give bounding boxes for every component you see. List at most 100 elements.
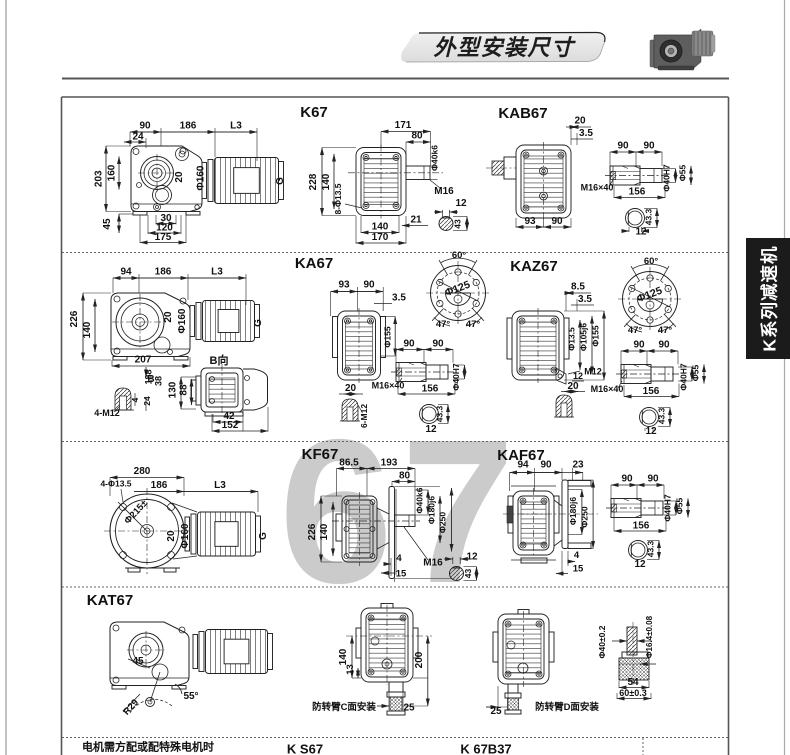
svg-text:7: 7 (401, 397, 515, 626)
svg-text:280: 280 (134, 466, 151, 477)
svg-text:93: 93 (524, 216, 536, 227)
svg-text:12: 12 (645, 426, 657, 437)
svg-text:KAZ67: KAZ67 (510, 258, 558, 275)
svg-text:Φ40k6: Φ40k6 (430, 145, 440, 171)
svg-text:90: 90 (403, 339, 415, 350)
svg-text:13: 13 (345, 664, 356, 675)
svg-text:200: 200 (414, 651, 425, 668)
svg-text:186: 186 (151, 480, 168, 491)
svg-text:B: B (147, 374, 154, 385)
svg-text:90: 90 (139, 121, 151, 132)
svg-text:156: 156 (422, 384, 439, 395)
svg-text:15: 15 (396, 569, 407, 580)
svg-text:60°: 60° (644, 256, 659, 267)
svg-text:90: 90 (633, 340, 645, 351)
svg-text:43.3: 43.3 (435, 405, 445, 422)
svg-text:Φ180j6: Φ180j6 (427, 496, 437, 525)
svg-text:90: 90 (363, 280, 375, 291)
svg-text:86.5: 86.5 (339, 458, 359, 469)
svg-text:160: 160 (107, 164, 118, 181)
svg-text:43.3: 43.3 (657, 407, 667, 424)
svg-text:Φ55: Φ55 (675, 498, 685, 515)
svg-text:KAB67: KAB67 (498, 105, 547, 122)
svg-text:186: 186 (180, 121, 197, 132)
svg-text:Φ250: Φ250 (580, 506, 590, 527)
svg-text:8.5: 8.5 (571, 282, 585, 293)
svg-text:156: 156 (633, 521, 650, 532)
svg-text:防转臂D面安装: 防转臂D面安装 (535, 701, 599, 713)
svg-text:M16×40: M16×40 (372, 381, 405, 391)
svg-text:Φ160: Φ160 (180, 523, 191, 548)
svg-text:47°: 47° (466, 319, 481, 330)
svg-text:K S67: K S67 (287, 742, 323, 755)
svg-text:防转臂C面安装: 防转臂C面安装 (312, 701, 376, 713)
svg-text:30: 30 (160, 213, 172, 224)
svg-text:23: 23 (572, 460, 584, 471)
svg-text:193: 193 (381, 458, 398, 469)
svg-text:93: 93 (338, 280, 350, 291)
svg-text:Φ105j6: Φ105j6 (579, 323, 589, 352)
svg-text:Φ40H7: Φ40H7 (679, 363, 689, 391)
svg-text:156: 156 (643, 386, 660, 397)
svg-text:4-Φ13.5: 4-Φ13.5 (100, 479, 131, 489)
svg-text:Φ55: Φ55 (691, 365, 701, 382)
svg-text:Φ180j6: Φ180j6 (568, 497, 578, 526)
svg-text:12: 12 (466, 552, 478, 563)
svg-text:K67: K67 (300, 104, 328, 121)
svg-text:60°: 60° (452, 250, 467, 261)
svg-text:47°: 47° (658, 325, 673, 336)
svg-text:90: 90 (540, 460, 552, 471)
svg-text:43.3: 43.3 (644, 208, 654, 225)
svg-text:KA67: KA67 (295, 255, 333, 272)
svg-text:156: 156 (629, 187, 646, 198)
svg-text:20: 20 (174, 171, 185, 183)
svg-text:24: 24 (142, 396, 152, 406)
svg-text:K 67B37: K 67B37 (460, 742, 511, 755)
svg-text:171: 171 (395, 120, 412, 131)
svg-text:90: 90 (432, 339, 444, 350)
svg-text:Φ40H7: Φ40H7 (663, 494, 673, 522)
svg-text:42: 42 (223, 411, 235, 422)
svg-text:Φ160: Φ160 (196, 165, 207, 190)
svg-text:Φ40±0.2: Φ40±0.2 (597, 625, 607, 658)
svg-text:Φ155: Φ155 (591, 325, 601, 346)
svg-text:Φ55: Φ55 (678, 165, 688, 182)
svg-text:45: 45 (132, 656, 144, 667)
svg-text:38: 38 (154, 376, 164, 386)
svg-text:G: G (258, 532, 269, 540)
svg-text:8-Φ13.5: 8-Φ13.5 (333, 183, 343, 214)
svg-text:M16×40: M16×40 (591, 384, 624, 394)
svg-text:140: 140 (338, 648, 349, 665)
svg-text:4: 4 (396, 553, 402, 564)
svg-text:43.3: 43.3 (646, 540, 656, 557)
svg-text:L3: L3 (214, 480, 226, 491)
svg-text:M16×40: M16×40 (581, 183, 614, 193)
svg-text:94: 94 (517, 460, 529, 471)
svg-text:M16: M16 (434, 186, 454, 197)
svg-text:140: 140 (319, 523, 330, 540)
svg-text:Φ40H7: Φ40H7 (451, 363, 461, 391)
svg-text:207: 207 (135, 355, 152, 366)
svg-text:140: 140 (321, 173, 332, 190)
svg-text:188: 188 (144, 369, 154, 384)
svg-text:140: 140 (82, 321, 93, 338)
svg-text:140: 140 (372, 222, 389, 233)
svg-text:90: 90 (617, 141, 629, 152)
svg-text:K系列减速机: K系列减速机 (760, 245, 780, 351)
svg-text:外型安装尺寸: 外型安装尺寸 (433, 35, 576, 60)
svg-text:90: 90 (643, 141, 655, 152)
svg-text:90: 90 (647, 474, 659, 485)
svg-text:21: 21 (410, 215, 422, 226)
svg-text:43: 43 (463, 569, 473, 579)
svg-text:Φ16.4±0.08: Φ16.4±0.08 (645, 615, 654, 658)
svg-text:KF67: KF67 (302, 446, 339, 463)
svg-text:12: 12 (455, 198, 467, 209)
svg-text:KAT67: KAT67 (87, 592, 133, 609)
svg-text:20: 20 (567, 381, 579, 392)
svg-text:Φ40H7: Φ40H7 (662, 164, 672, 192)
svg-text:90: 90 (658, 340, 670, 351)
svg-text:电机需方配或配特殊电机时: 电机需方配或配特殊电机时 (82, 740, 214, 754)
svg-text:12: 12 (425, 424, 437, 435)
svg-text:47°: 47° (436, 319, 451, 330)
svg-text:226: 226 (69, 310, 80, 327)
